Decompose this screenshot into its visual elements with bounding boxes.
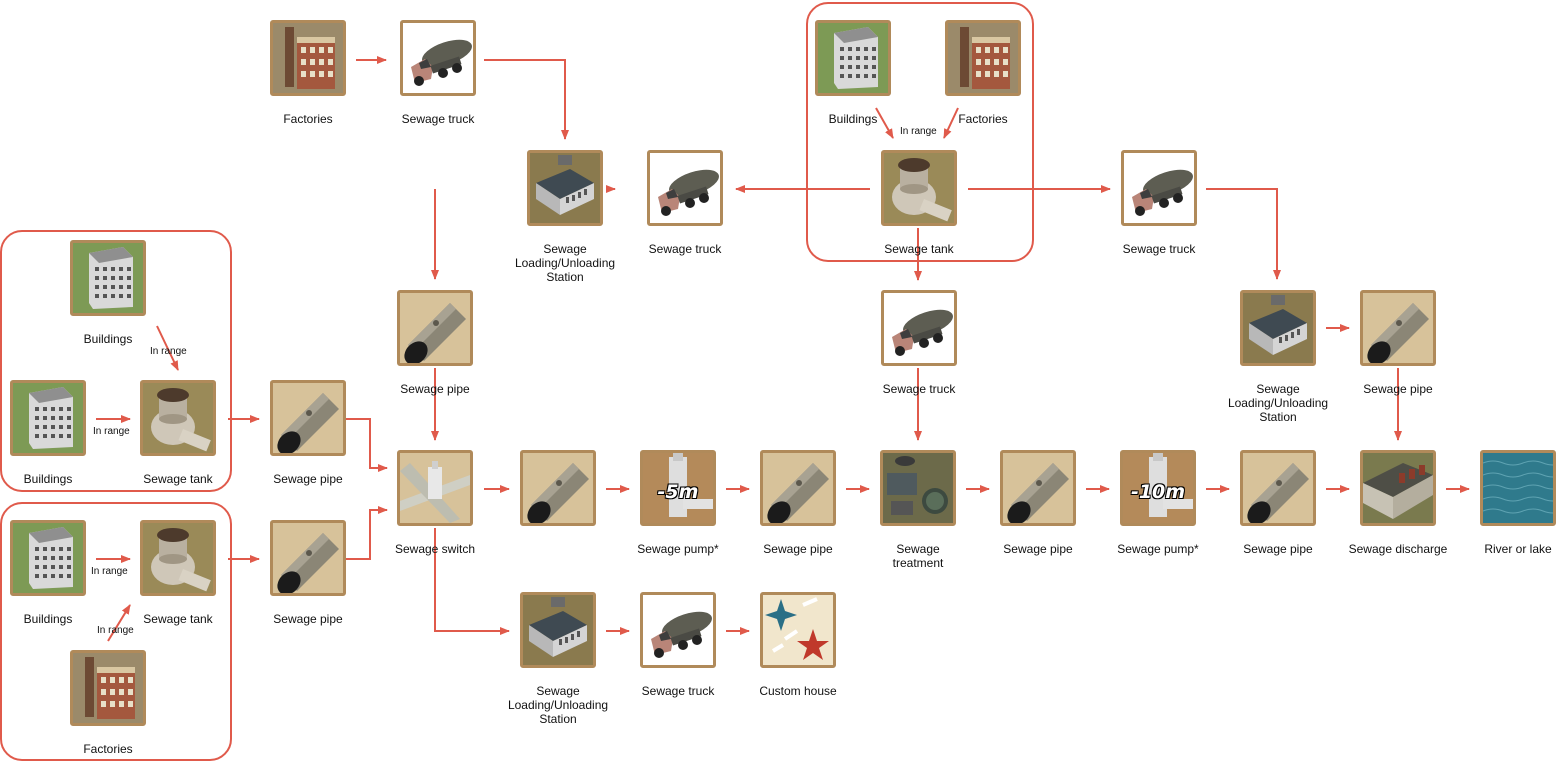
building-icon <box>10 380 86 456</box>
node-label: Buildings <box>23 612 73 626</box>
building-icon <box>10 520 86 596</box>
flow-arrow <box>346 418 388 472</box>
node-label: Sewage pump* <box>637 542 719 556</box>
factory-icon <box>270 20 346 96</box>
node-label: Factories <box>958 112 1008 126</box>
node-label: Sewage pipe <box>400 382 470 396</box>
sewage-pipe-icon <box>270 380 346 456</box>
node-label: Buildings <box>83 332 133 346</box>
sewage-pipe-icon <box>760 450 836 526</box>
flow-arrow <box>1206 188 1281 280</box>
group-box-left-upper <box>0 230 232 492</box>
node-label: Sewage tank <box>884 242 954 256</box>
sewage-truck-icon <box>647 150 723 226</box>
node-label: Sewage pipe <box>273 472 343 486</box>
group-box-top-right <box>806 2 1034 262</box>
node-label: Sewage pipe <box>273 612 343 626</box>
node-label: Sewage Loading/Unloading Station <box>1227 382 1329 424</box>
node-label: Sewage pipe <box>1363 382 1433 396</box>
node-label: Sewage truck <box>641 684 715 698</box>
in-range-note: In range <box>97 625 134 636</box>
node-label: River or lake <box>1484 542 1552 556</box>
node-label: Sewage truck <box>401 112 475 126</box>
building-icon <box>815 20 891 96</box>
sewage-pump-icon: -10m <box>1120 450 1196 526</box>
factory-icon <box>70 650 146 726</box>
pump-depth-label: -10m <box>1130 481 1186 503</box>
sewage-pipe-icon <box>1000 450 1076 526</box>
sewage-pipe-icon <box>1240 450 1316 526</box>
node-label: Factories <box>283 112 333 126</box>
sewage-tank-icon <box>140 380 216 456</box>
node-label: Sewage pipe <box>1003 542 1073 556</box>
sewage-tank-icon <box>140 520 216 596</box>
sewage-pump-icon: -5m <box>640 450 716 526</box>
sewage-switch-icon <box>397 450 473 526</box>
sewage-pipe-icon <box>1360 290 1436 366</box>
flow-arrow <box>107 604 131 642</box>
sewage-truck-icon <box>881 290 957 366</box>
in-range-note: In range <box>900 126 937 137</box>
flow-arrow <box>434 528 510 635</box>
in-range-note: In range <box>93 426 130 437</box>
sewage-truck-icon <box>1121 150 1197 226</box>
node-label: Custom house <box>759 684 837 698</box>
sewage-discharge-icon <box>1360 450 1436 526</box>
node-label: Sewage switch <box>394 542 476 556</box>
sewage-treatment-icon <box>880 450 956 526</box>
flow-arrow <box>484 59 569 140</box>
in-range-note: In range <box>91 566 128 577</box>
node-label: Factories <box>83 742 133 756</box>
node-label: Sewage Loading/Unloading Station <box>514 242 616 284</box>
flow-arrow <box>943 107 959 139</box>
station-icon <box>1240 290 1316 366</box>
station-icon <box>520 592 596 668</box>
node-label: Sewage pipe <box>763 542 833 556</box>
flow-arrow <box>156 325 179 371</box>
building-icon <box>70 240 146 316</box>
factory-icon <box>945 20 1021 96</box>
sewage-pipe-icon <box>397 290 473 366</box>
node-label: Sewage Loading/Unloading Station <box>507 684 609 726</box>
node-label: Buildings <box>828 112 878 126</box>
node-label: Sewage tank <box>143 612 213 626</box>
node-label: Sewage truck <box>648 242 722 256</box>
river-icon <box>1480 450 1556 526</box>
flow-arrow <box>346 506 388 560</box>
node-label: Sewage treatment <box>892 542 944 570</box>
node-label: Sewage pipe <box>1243 542 1313 556</box>
station-icon <box>527 150 603 226</box>
sewage-truck-icon <box>400 20 476 96</box>
custom-house-icon <box>760 592 836 668</box>
node-label: Buildings <box>23 472 73 486</box>
pump-depth-label: -5m <box>657 481 699 503</box>
node-label: Sewage pump* <box>1117 542 1199 556</box>
group-box-left-lower <box>0 502 232 761</box>
in-range-note: In range <box>150 346 187 357</box>
sewage-pipe-icon <box>520 450 596 526</box>
sewage-truck-icon <box>640 592 716 668</box>
node-label: Sewage truck <box>882 382 956 396</box>
node-label: Sewage tank <box>143 472 213 486</box>
sewage-pipe-icon <box>270 520 346 596</box>
node-label: Sewage discharge <box>1348 542 1448 556</box>
flow-arrow <box>875 107 894 139</box>
sewage-tank-icon <box>881 150 957 226</box>
node-label: Sewage truck <box>1122 242 1196 256</box>
